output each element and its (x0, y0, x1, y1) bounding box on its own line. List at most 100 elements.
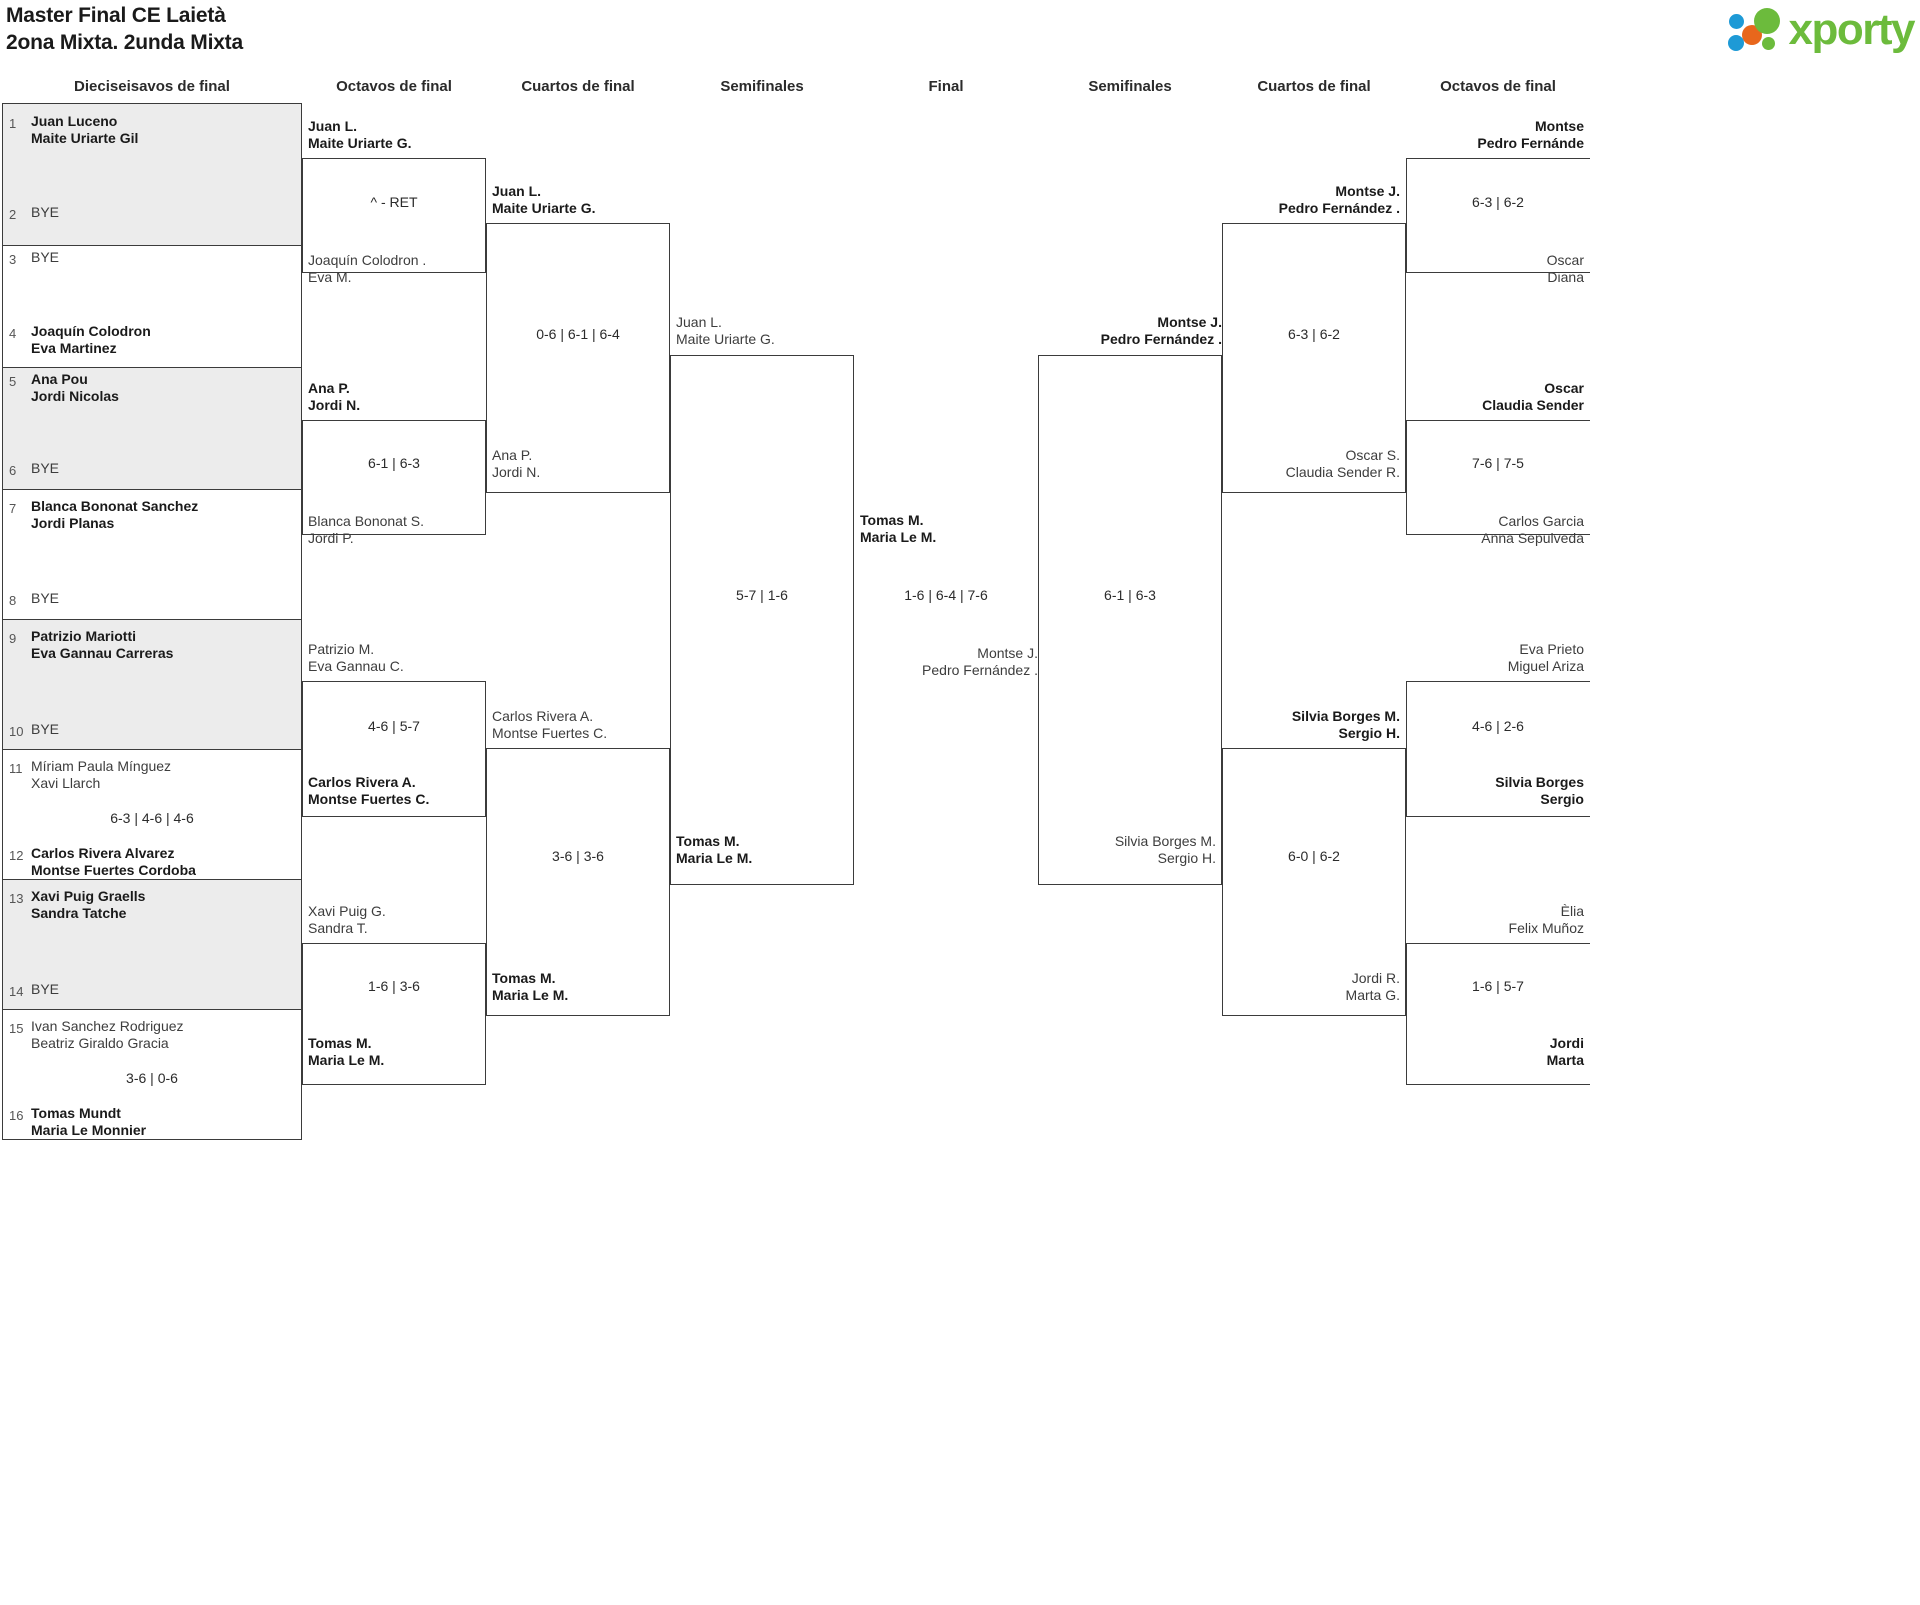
r16r-0-top: Montse Pedro Fernánde (1406, 118, 1584, 152)
player-line-1: Patrizio M. (308, 641, 375, 657)
r16r-match-2-box[interactable] (1406, 681, 1590, 817)
player-line-2: Maria Le M. (308, 1052, 385, 1068)
seed-row: 2 BYE (3, 204, 301, 222)
seed-number: 13 (9, 891, 24, 906)
seed-pair-7[interactable]: 13 Xavi Puig Graells Sandra Tatche 14 BY… (2, 880, 302, 1010)
player-line-1: Ivan Sanchez Rodriguez (31, 1018, 184, 1034)
player-line-2: Marta G. (1345, 987, 1400, 1003)
seed-pair-3[interactable]: 5 Ana Pou Jordi Nicolas 6 BYE (2, 368, 302, 490)
sfr-score: 6-1 | 6-3 (1104, 587, 1156, 603)
round-header-r16-left: Octavos de final (336, 78, 452, 95)
player-line-1: Jordi R. (1351, 970, 1400, 986)
r16l-3-score: 1-6 | 3-6 (368, 978, 420, 994)
sfl-match-box[interactable] (670, 355, 854, 885)
seed-bye: BYE (31, 249, 60, 265)
qfl-match-1-box[interactable] (486, 748, 670, 1016)
sfl-top: Juan L. Maite Uriarte G. (676, 314, 775, 348)
title-line-2: 2ona Mixta. 2unda Mixta (6, 31, 243, 54)
r16r-1-top: Oscar Claudia Sender (1406, 380, 1584, 414)
player-line-2: Beatriz Giraldo Gracia (31, 1035, 169, 1051)
round-header-r32-left: Dieciseisavos de final (74, 78, 230, 95)
seed-pair-6[interactable]: 11 Míriam Paula Mínguez Xavi Llarch 6-3 … (2, 750, 302, 880)
seed-row: 1 Juan Luceno Maite Uriarte Gil (3, 113, 301, 147)
r16r-0-score: 6-3 | 6-2 (1472, 194, 1524, 210)
qfr-0-bot: Oscar S. Claudia Sender R. (1222, 447, 1400, 481)
player-line-1: Ana Pou (31, 371, 88, 387)
player-line-2: Eva Gannau Carreras (31, 645, 174, 661)
round-header-sf-left: Semifinales (720, 78, 804, 95)
player-line-2: Maria Le Monnier (31, 1122, 147, 1138)
seed-row: 15 Ivan Sanchez Rodriguez Beatriz Girald… (3, 1018, 301, 1052)
seed-number: 4 (9, 326, 17, 341)
player-line-2: Sergio H. (1157, 850, 1216, 866)
seed-pair-5[interactable]: 9 Patrizio Mariotti Eva Gannau Carreras … (2, 620, 302, 750)
r16l-2-top: Patrizio M. Eva Gannau C. (308, 641, 404, 675)
player-line-1: Oscar (1544, 380, 1584, 396)
player-line-1: Montse (1535, 118, 1584, 134)
player-line-1: Blanca Bononat S. (308, 513, 424, 529)
seed-pair-2[interactable]: 3 BYE 4 Joaquín Colodron Eva Martinez (2, 246, 302, 368)
player-line-1: Tomas Mundt (31, 1105, 121, 1121)
qfr-match-0-box[interactable] (1222, 223, 1406, 493)
player-line-1: Silvia Borges M. (1291, 708, 1400, 724)
player-line-2: Miguel Ariza (1507, 658, 1584, 674)
sfr-top: Montse J. Pedro Fernández . (1038, 314, 1222, 348)
seed-row: 9 Patrizio Mariotti Eva Gannau Carreras (3, 628, 301, 662)
seed-row: 14 BYE (3, 981, 301, 999)
sfr-match-box[interactable] (1038, 355, 1222, 885)
player-line-2: Pedro Fernández . (922, 662, 1038, 678)
seed-row: 16 Tomas Mundt Maria Le Monnier (3, 1105, 301, 1139)
seed-names: Carlos Rivera Alvarez Montse Fuertes Cor… (31, 845, 196, 879)
seed-number: 9 (9, 631, 17, 646)
r16l-3-top: Xavi Puig G. Sandra T. (308, 903, 386, 937)
seed-number: 12 (9, 848, 24, 863)
seed-pair-8[interactable]: 15 Ivan Sanchez Rodriguez Beatriz Girald… (2, 1010, 302, 1140)
player-line-1: Ana P. (308, 380, 350, 396)
seed-row: 6 BYE (3, 460, 301, 478)
player-line-2: Eva Martinez (31, 340, 117, 356)
r16r-match-1-box[interactable] (1406, 420, 1590, 535)
r16l-match-2-box[interactable] (302, 681, 486, 817)
r16r-match-0-box[interactable] (1406, 158, 1590, 273)
qfr-match-1-box[interactable] (1222, 748, 1406, 1016)
player-line-2: Montse Fuertes C. (492, 725, 608, 741)
player-line-2: Maite Uriarte G. (308, 135, 412, 151)
player-line-2: Felix Muñoz (1508, 920, 1584, 936)
player-line-2: Marta (1546, 1052, 1584, 1068)
final-bot: Montse J. Pedro Fernández . (854, 645, 1038, 679)
player-line-1: Èlia (1560, 903, 1584, 919)
player-line-1: Juan L. (492, 183, 542, 199)
player-line-1: Carlos Rivera A. (308, 774, 416, 790)
seed-names: Míriam Paula Mínguez Xavi Llarch (31, 758, 171, 792)
r16r-1-bot: Carlos Garcia Anna Sepulveda (1406, 513, 1584, 547)
r16r-match-3-box[interactable] (1406, 943, 1590, 1085)
seed-pair-4[interactable]: 7 Blanca Bononat Sanchez Jordi Planas 8 … (2, 490, 302, 620)
r16r-3-score: 1-6 | 5-7 (1472, 978, 1524, 994)
player-line-2: Diana (1547, 269, 1584, 285)
qfl-match-0-box[interactable] (486, 223, 670, 493)
player-line-2: Anna Sepulveda (1481, 530, 1584, 546)
player-line-2: Claudia Sender (1482, 397, 1584, 413)
seed-pair-1[interactable]: 1 Juan Luceno Maite Uriarte Gil 2 BYE (2, 103, 302, 246)
seed-names: Blanca Bononat Sanchez Jordi Planas (31, 498, 198, 532)
player-line-1: Tomas M. (492, 970, 556, 986)
seed-bye: BYE (31, 460, 60, 476)
seed-row: 5 Ana Pou Jordi Nicolas (3, 371, 301, 405)
seed-match-score: 3-6 | 0-6 (126, 1070, 178, 1086)
qfr-0-top: Montse J. Pedro Fernández . (1222, 183, 1400, 217)
seed-row: 3 BYE (3, 249, 301, 267)
r16l-match-3-box[interactable] (302, 943, 486, 1085)
player-line-1: Tomas M. (676, 833, 740, 849)
qfr-1-bot: Jordi R. Marta G. (1222, 970, 1400, 1004)
seed-names: Ivan Sanchez Rodriguez Beatriz Giraldo G… (31, 1018, 184, 1052)
player-line-1: Xavi Puig G. (308, 903, 386, 919)
r16l-2-score: 4-6 | 5-7 (368, 718, 420, 734)
player-line-2: Pedro Fernández . (1278, 200, 1400, 216)
title-line-1: Master Final CE Laietà (6, 4, 226, 27)
xporty-logo: xporty (1727, 6, 1916, 54)
sfl-bot: Tomas M. Maria Le M. (676, 833, 752, 867)
round-header-final: Final (928, 78, 964, 95)
r16l-match-1-box[interactable] (302, 420, 486, 535)
r16l-match-0-box[interactable] (302, 158, 486, 273)
player-line-1: Silvia Borges M. (1114, 833, 1216, 849)
